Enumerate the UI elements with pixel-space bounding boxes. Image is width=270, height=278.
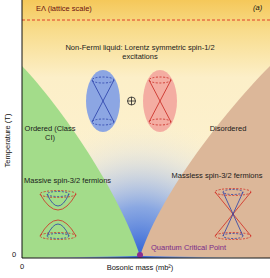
ordered-region: [22, 66, 140, 258]
axis-tick: 0: [20, 262, 24, 271]
axis-title: Bosonic mass (mb²): [107, 263, 174, 272]
cone-bubble: [143, 70, 177, 132]
phase-region: DisorderedMassless spin-3/2 fermions: [166, 124, 268, 180]
phase-region: Ordered (Class CI) Massive spin-3/2 fermi…: [24, 124, 124, 185]
weyl-cone: [149, 77, 171, 125]
phase-heading: Ordered (Class CI): [24, 124, 76, 142]
phase-body: Massless spin-3/2 fermions: [166, 171, 268, 180]
lattice-line: [22, 20, 270, 21]
direct-sum-symbol: [128, 97, 136, 105]
disordered-region: [140, 66, 270, 258]
phase-region: Non-Fermi liquid: Lorentz symmetric spin…: [56, 43, 224, 61]
phase-heading: Disordered: [166, 124, 268, 133]
phase-body: Massive spin-3/2 fermions: [24, 176, 124, 185]
panel-letter: (a): [253, 3, 262, 12]
massless-cones: [215, 189, 251, 240]
axis-title: Temperature (T): [4, 113, 13, 167]
background: [22, 0, 270, 258]
massive-cones: [40, 191, 76, 240]
cone-bubble: [86, 70, 120, 132]
critical-point-label: Quantum Critical Point: [151, 243, 226, 252]
energy-scale-label: EΛ (lattice scale): [36, 4, 92, 13]
y-axis: [22, 0, 23, 258]
axis-tick: 0: [12, 250, 16, 259]
critical-fan: [22, 0, 270, 258]
phase-label: Non-Fermi liquid: Lorentz symmetric spin…: [56, 43, 224, 61]
critical-point-dot: [137, 252, 143, 258]
x-axis: [22, 258, 270, 259]
weyl-cone: [92, 77, 114, 125]
